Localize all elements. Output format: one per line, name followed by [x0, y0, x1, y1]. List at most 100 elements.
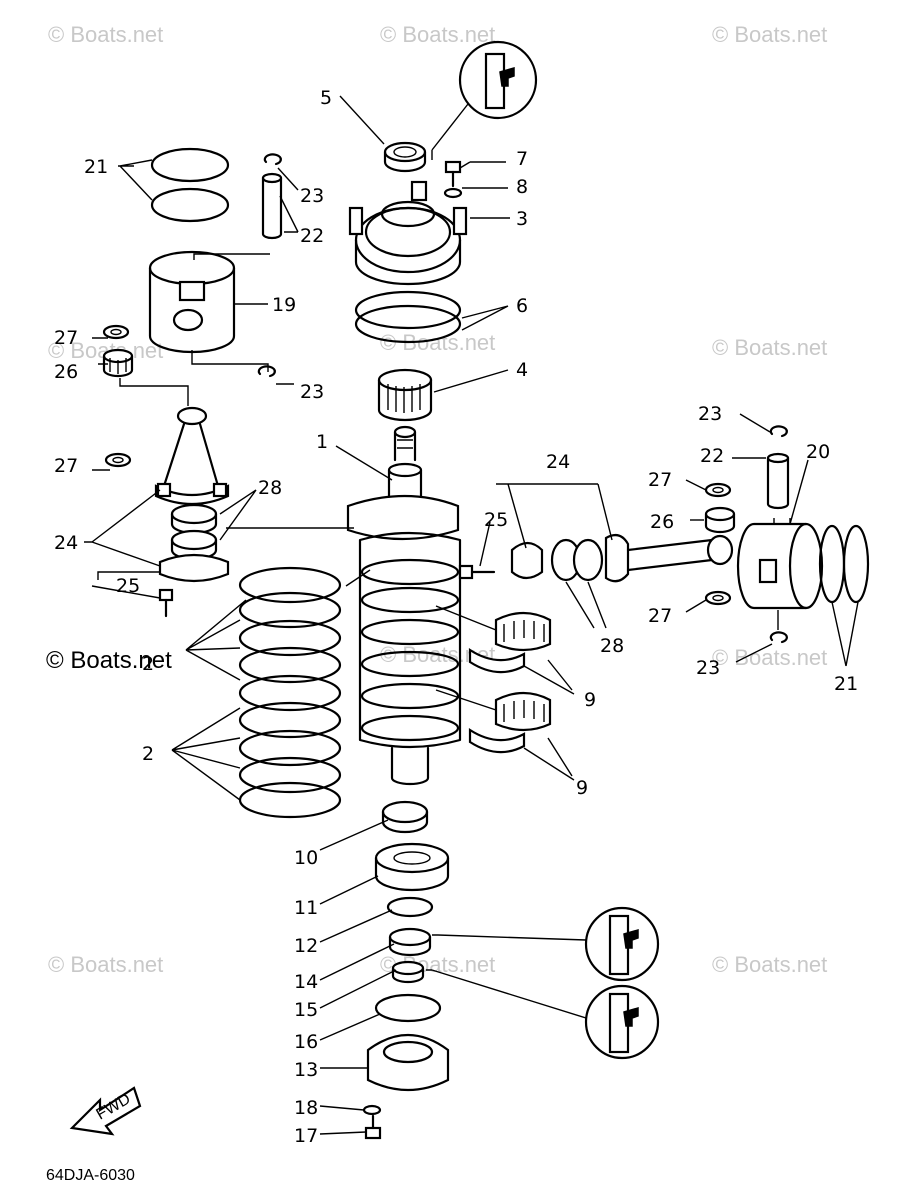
diagram-code: 64DJA-6030	[46, 1167, 135, 1184]
part-connecting-rod-24-right[interactable]	[604, 533, 734, 583]
fwd-arrow-icon: FWD	[69, 1086, 142, 1136]
part-needle-bearing-26-right[interactable]	[704, 506, 736, 534]
label-2-upper: 2	[142, 653, 154, 675]
part-bolt-25-left[interactable]	[158, 588, 174, 618]
label-21-left: 21	[84, 156, 108, 178]
part-lower-housing-13[interactable]	[366, 1033, 450, 1092]
label-18: 18	[294, 1097, 318, 1119]
label-17: 17	[294, 1125, 318, 1147]
part-bolt-25-right[interactable]	[458, 564, 496, 580]
part-ball-bearing-11[interactable]	[374, 842, 450, 892]
part-oil-seal-top[interactable]	[383, 141, 427, 173]
label-25-left: 25	[116, 575, 140, 597]
part-rod-cap-left[interactable]	[158, 553, 230, 583]
part-piston-pin-22-right[interactable]	[766, 452, 790, 510]
part-washer-27-left-top[interactable]	[102, 324, 130, 340]
part-bolt-17[interactable]	[364, 1114, 382, 1140]
label-25-right: 25	[484, 509, 508, 531]
part-connecting-rod-24-left[interactable]	[119, 378, 230, 506]
label-10: 10	[294, 847, 318, 869]
label-28-left: 28	[258, 477, 282, 499]
label-24-right: 24	[546, 451, 570, 473]
label-26-left: 26	[54, 361, 78, 383]
leader-lines	[84, 95, 859, 1135]
part-washer-27-right-top[interactable]	[704, 482, 732, 498]
watermark-10: © Boats.net	[48, 952, 163, 977]
label-12: 12	[294, 935, 318, 957]
part-piston-rings-21-left[interactable]	[150, 147, 230, 223]
part-clip-23-left-top[interactable]	[263, 153, 282, 166]
label-23-left-top: 23	[300, 185, 324, 207]
watermark-7: © Boats.net	[46, 647, 172, 674]
part-o-rings-6[interactable]	[354, 290, 462, 344]
watermark-3: © Boats.net	[712, 22, 827, 47]
label-13: 13	[294, 1059, 318, 1081]
label-8: 8	[516, 176, 528, 198]
label-9-lower: 9	[576, 777, 588, 799]
part-clip-23-left-bottom[interactable]	[191, 350, 276, 378]
part-washer-8[interactable]	[443, 187, 463, 199]
label-9-upper: 9	[584, 689, 596, 711]
label-2-lower: 2	[142, 743, 154, 765]
part-snap-ring-12[interactable]	[386, 896, 434, 918]
label-27-left-bottom: 27	[54, 455, 78, 477]
label-7: 7	[516, 148, 528, 170]
watermark-1: © Boats.net	[48, 22, 163, 47]
part-crankcase-housing[interactable]	[348, 180, 468, 286]
label-23-right-bottom: 23	[696, 657, 720, 679]
label-19: 19	[272, 294, 296, 316]
part-piston-19[interactable]	[148, 250, 270, 354]
grease-callout-lower-2	[426, 969, 660, 1060]
part-main-bearings-9-upper[interactable]	[468, 611, 552, 674]
label-27-right-bottom: 27	[648, 605, 672, 627]
part-seal-14[interactable]	[388, 927, 432, 957]
part-bearing-28-right[interactable]	[550, 538, 604, 582]
part-needle-bearing-4[interactable]	[377, 368, 433, 422]
part-needle-bearing-26-left[interactable]	[102, 348, 134, 378]
grease-callout-lower-1	[432, 906, 660, 982]
label-1: 1	[316, 431, 328, 453]
part-piston-pin-22-left[interactable]	[261, 172, 283, 240]
part-washer-27-right-bottom[interactable]	[704, 590, 732, 606]
label-14: 14	[294, 971, 318, 993]
label-27-right-top: 27	[648, 469, 672, 491]
label-28-right: 28	[600, 635, 624, 657]
watermark-12: © Boats.net	[712, 952, 827, 977]
label-3: 3	[516, 208, 528, 230]
part-piston-20[interactable]	[736, 518, 824, 610]
part-bolt-7[interactable]	[444, 160, 462, 188]
watermark-9: © Boats.net	[712, 645, 827, 670]
part-clip-23-right-top[interactable]	[769, 425, 788, 438]
label-5: 5	[320, 87, 332, 109]
part-seal-15[interactable]	[391, 960, 425, 984]
label-4: 4	[516, 359, 528, 381]
part-piston-rings-21-right[interactable]	[818, 524, 870, 604]
label-26-right: 26	[650, 511, 674, 533]
part-clip-23-right-bottom[interactable]	[769, 610, 788, 644]
part-bearing-28-left[interactable]	[170, 503, 218, 561]
label-16: 16	[294, 1031, 318, 1053]
watermark-2: © Boats.net	[380, 22, 495, 47]
label-6: 6	[516, 295, 528, 317]
label-15: 15	[294, 999, 318, 1021]
label-23-left-bottom: 23	[300, 381, 324, 403]
label-27-left-top: 27	[54, 327, 78, 349]
label-21-right: 21	[834, 673, 858, 695]
label-23-right-top: 23	[698, 403, 722, 425]
part-washer-27-left-bottom[interactable]	[104, 452, 132, 468]
grease-callout-top	[431, 40, 538, 160]
part-piston-rings-2[interactable]	[238, 566, 342, 819]
label-24-left: 24	[54, 532, 78, 554]
part-main-bearings-9-lower[interactable]	[468, 691, 552, 754]
part-washer-18[interactable]	[362, 1104, 382, 1116]
part-o-ring-16[interactable]	[374, 993, 442, 1023]
callout-labels: 5 7 8 3 6 4 21 23 22 19 23 27 26 27 28 2…	[54, 87, 858, 1147]
part-crankshaft-1[interactable]	[346, 425, 462, 786]
label-22-right: 22	[700, 445, 724, 467]
part-seal-10[interactable]	[381, 800, 429, 834]
watermark-6: © Boats.net	[712, 335, 827, 360]
label-22-left: 22	[300, 225, 324, 247]
part-rod-cap-right[interactable]	[510, 541, 544, 580]
